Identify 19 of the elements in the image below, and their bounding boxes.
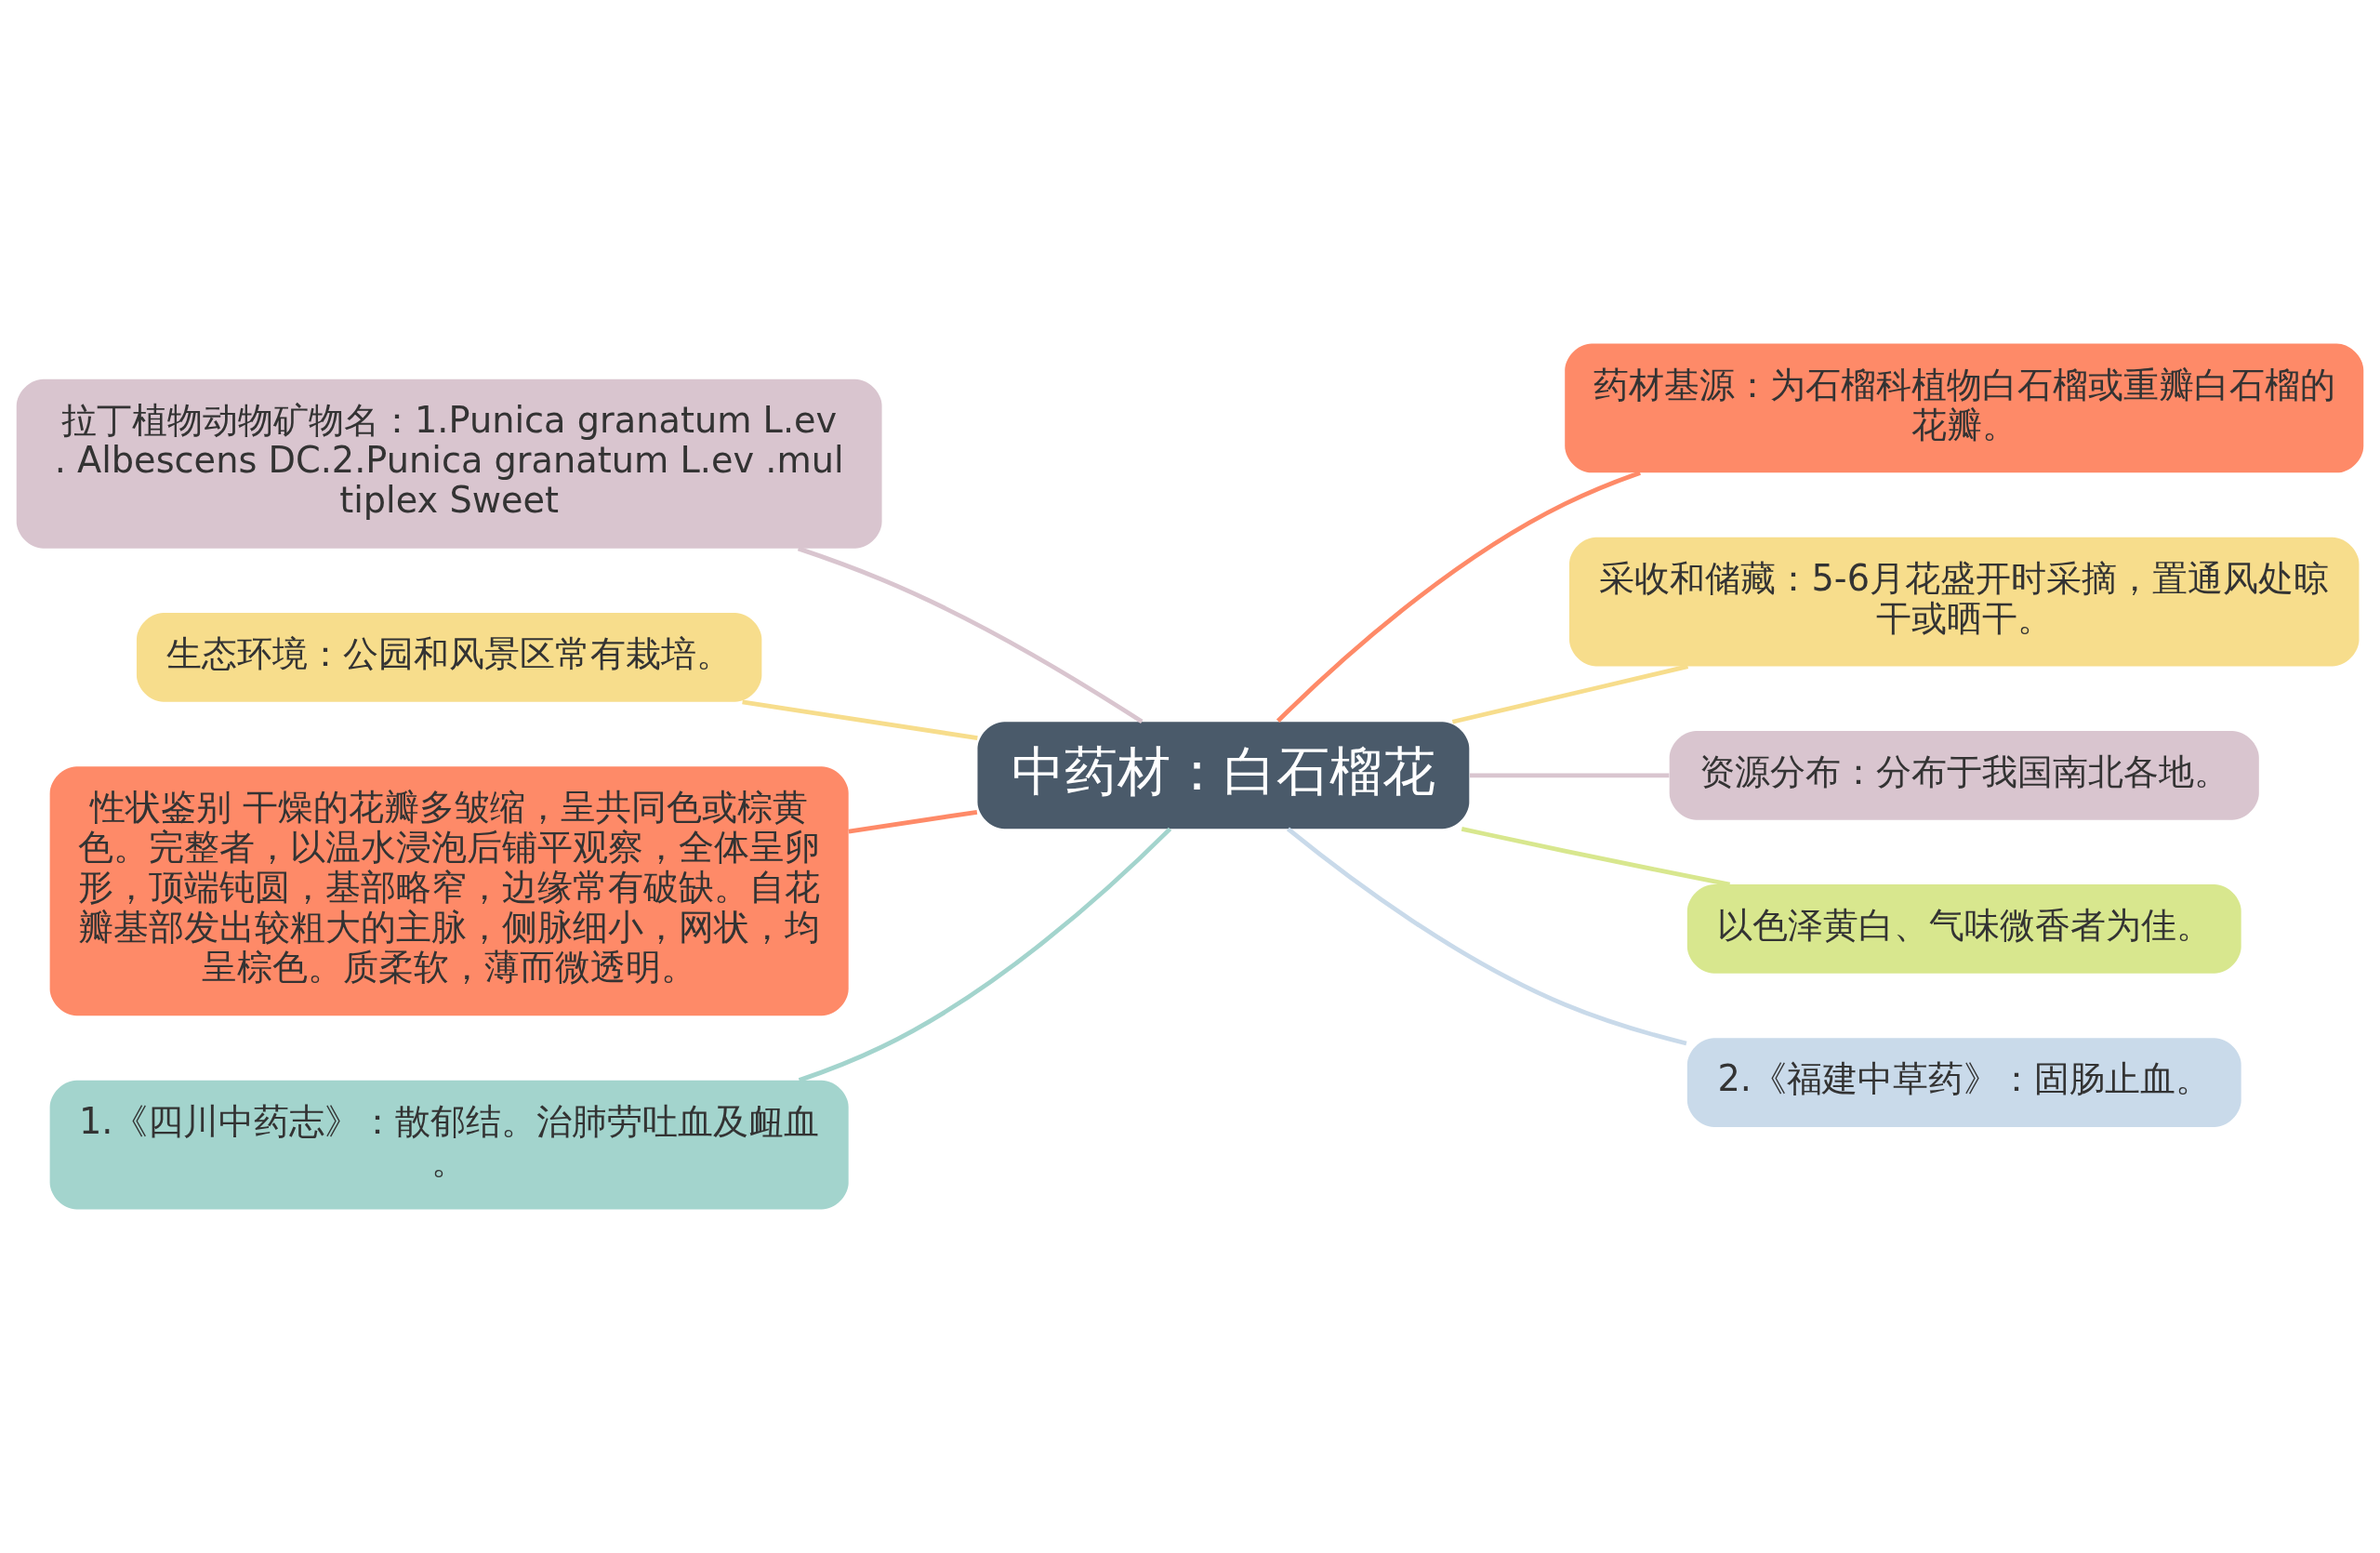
node-box: 生态环境：公园和风景区常有栽培。 <box>136 613 762 702</box>
connector <box>797 546 1144 724</box>
node-box: 中药材：白石榴花 <box>977 722 1470 830</box>
connector <box>742 699 978 740</box>
node-box: 资源分布：分布于我国南北各地。 <box>1669 730 2259 820</box>
node-box: 药材基源：为石榴科植物白石榴或重瓣白石榴的花瓣。 <box>1565 343 2364 473</box>
connector <box>1461 827 1730 887</box>
node-box: 性状鉴别 干燥的花瓣多皱缩，呈共同色或棕黄色。完整者，以温水浸泡后铺平观察，全体呈卵形，顶端钝圆，基部略窄，边缘常有破缺。自花瓣基部发出较粗大的主脉，侧脉细小，网状，均呈棕色。质柔软，薄而微透明。 <box>49 766 849 1016</box>
node-box: 采收和储藏：5-6月花盛开时采摘，置通风处晾干或晒干。 <box>1569 537 2360 667</box>
node-box: 拉丁植物动物矿物名：1.Punica granatum L.ev. Albescens DC.2.Punica granatum L.ev .multiplex Sweet <box>16 378 882 549</box>
connector <box>848 809 978 834</box>
connector <box>1276 471 1641 723</box>
node-box: 以色泽黄白、气味微香者为佳。 <box>1686 884 2241 974</box>
connector <box>1286 827 1687 1046</box>
connector <box>1469 773 1670 778</box>
node-box: 1.《四川中药志》：散郁结。治肺劳吐血及衄血。 <box>49 1080 849 1210</box>
connector <box>798 827 1172 1082</box>
connector <box>1451 664 1689 724</box>
node-box: 2.《福建中草药》：固肠止血。 <box>1686 1038 2241 1127</box>
